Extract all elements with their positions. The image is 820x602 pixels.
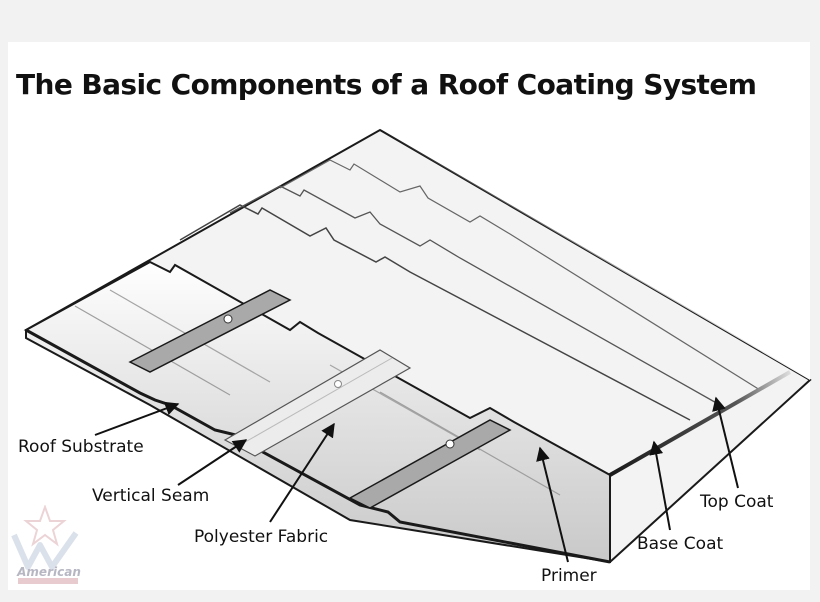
base-coat-label: Base Coat — [637, 534, 724, 554]
layer-edge — [609, 370, 791, 477]
leader-arrows — [94, 396, 739, 563]
base-coat-arrow — [649, 440, 671, 531]
logo-underline — [18, 578, 78, 584]
vertical-seam-arrow — [177, 439, 248, 486]
polyester-fabric-arrow — [269, 422, 335, 523]
page-title: The Basic Components of a Roof Coating S… — [16, 68, 757, 101]
company-logo — [11, 505, 79, 570]
vertical-seam-label: Vertical Seam — [92, 486, 210, 506]
coating-layers — [23, 120, 812, 564]
top-coat-arrow — [712, 396, 739, 489]
primer-label: Primer — [541, 566, 597, 586]
logo-text: American — [17, 565, 81, 579]
roof-substrate-arrow — [94, 401, 180, 436]
primer-arrow — [536, 446, 569, 563]
vertical-seam — [128, 289, 512, 509]
polyester-fabric-label: Polyester Fabric — [194, 527, 329, 547]
roof-substrate-label: Roof Substrate — [18, 437, 144, 457]
top-coat-label: Top Coat — [700, 492, 774, 512]
